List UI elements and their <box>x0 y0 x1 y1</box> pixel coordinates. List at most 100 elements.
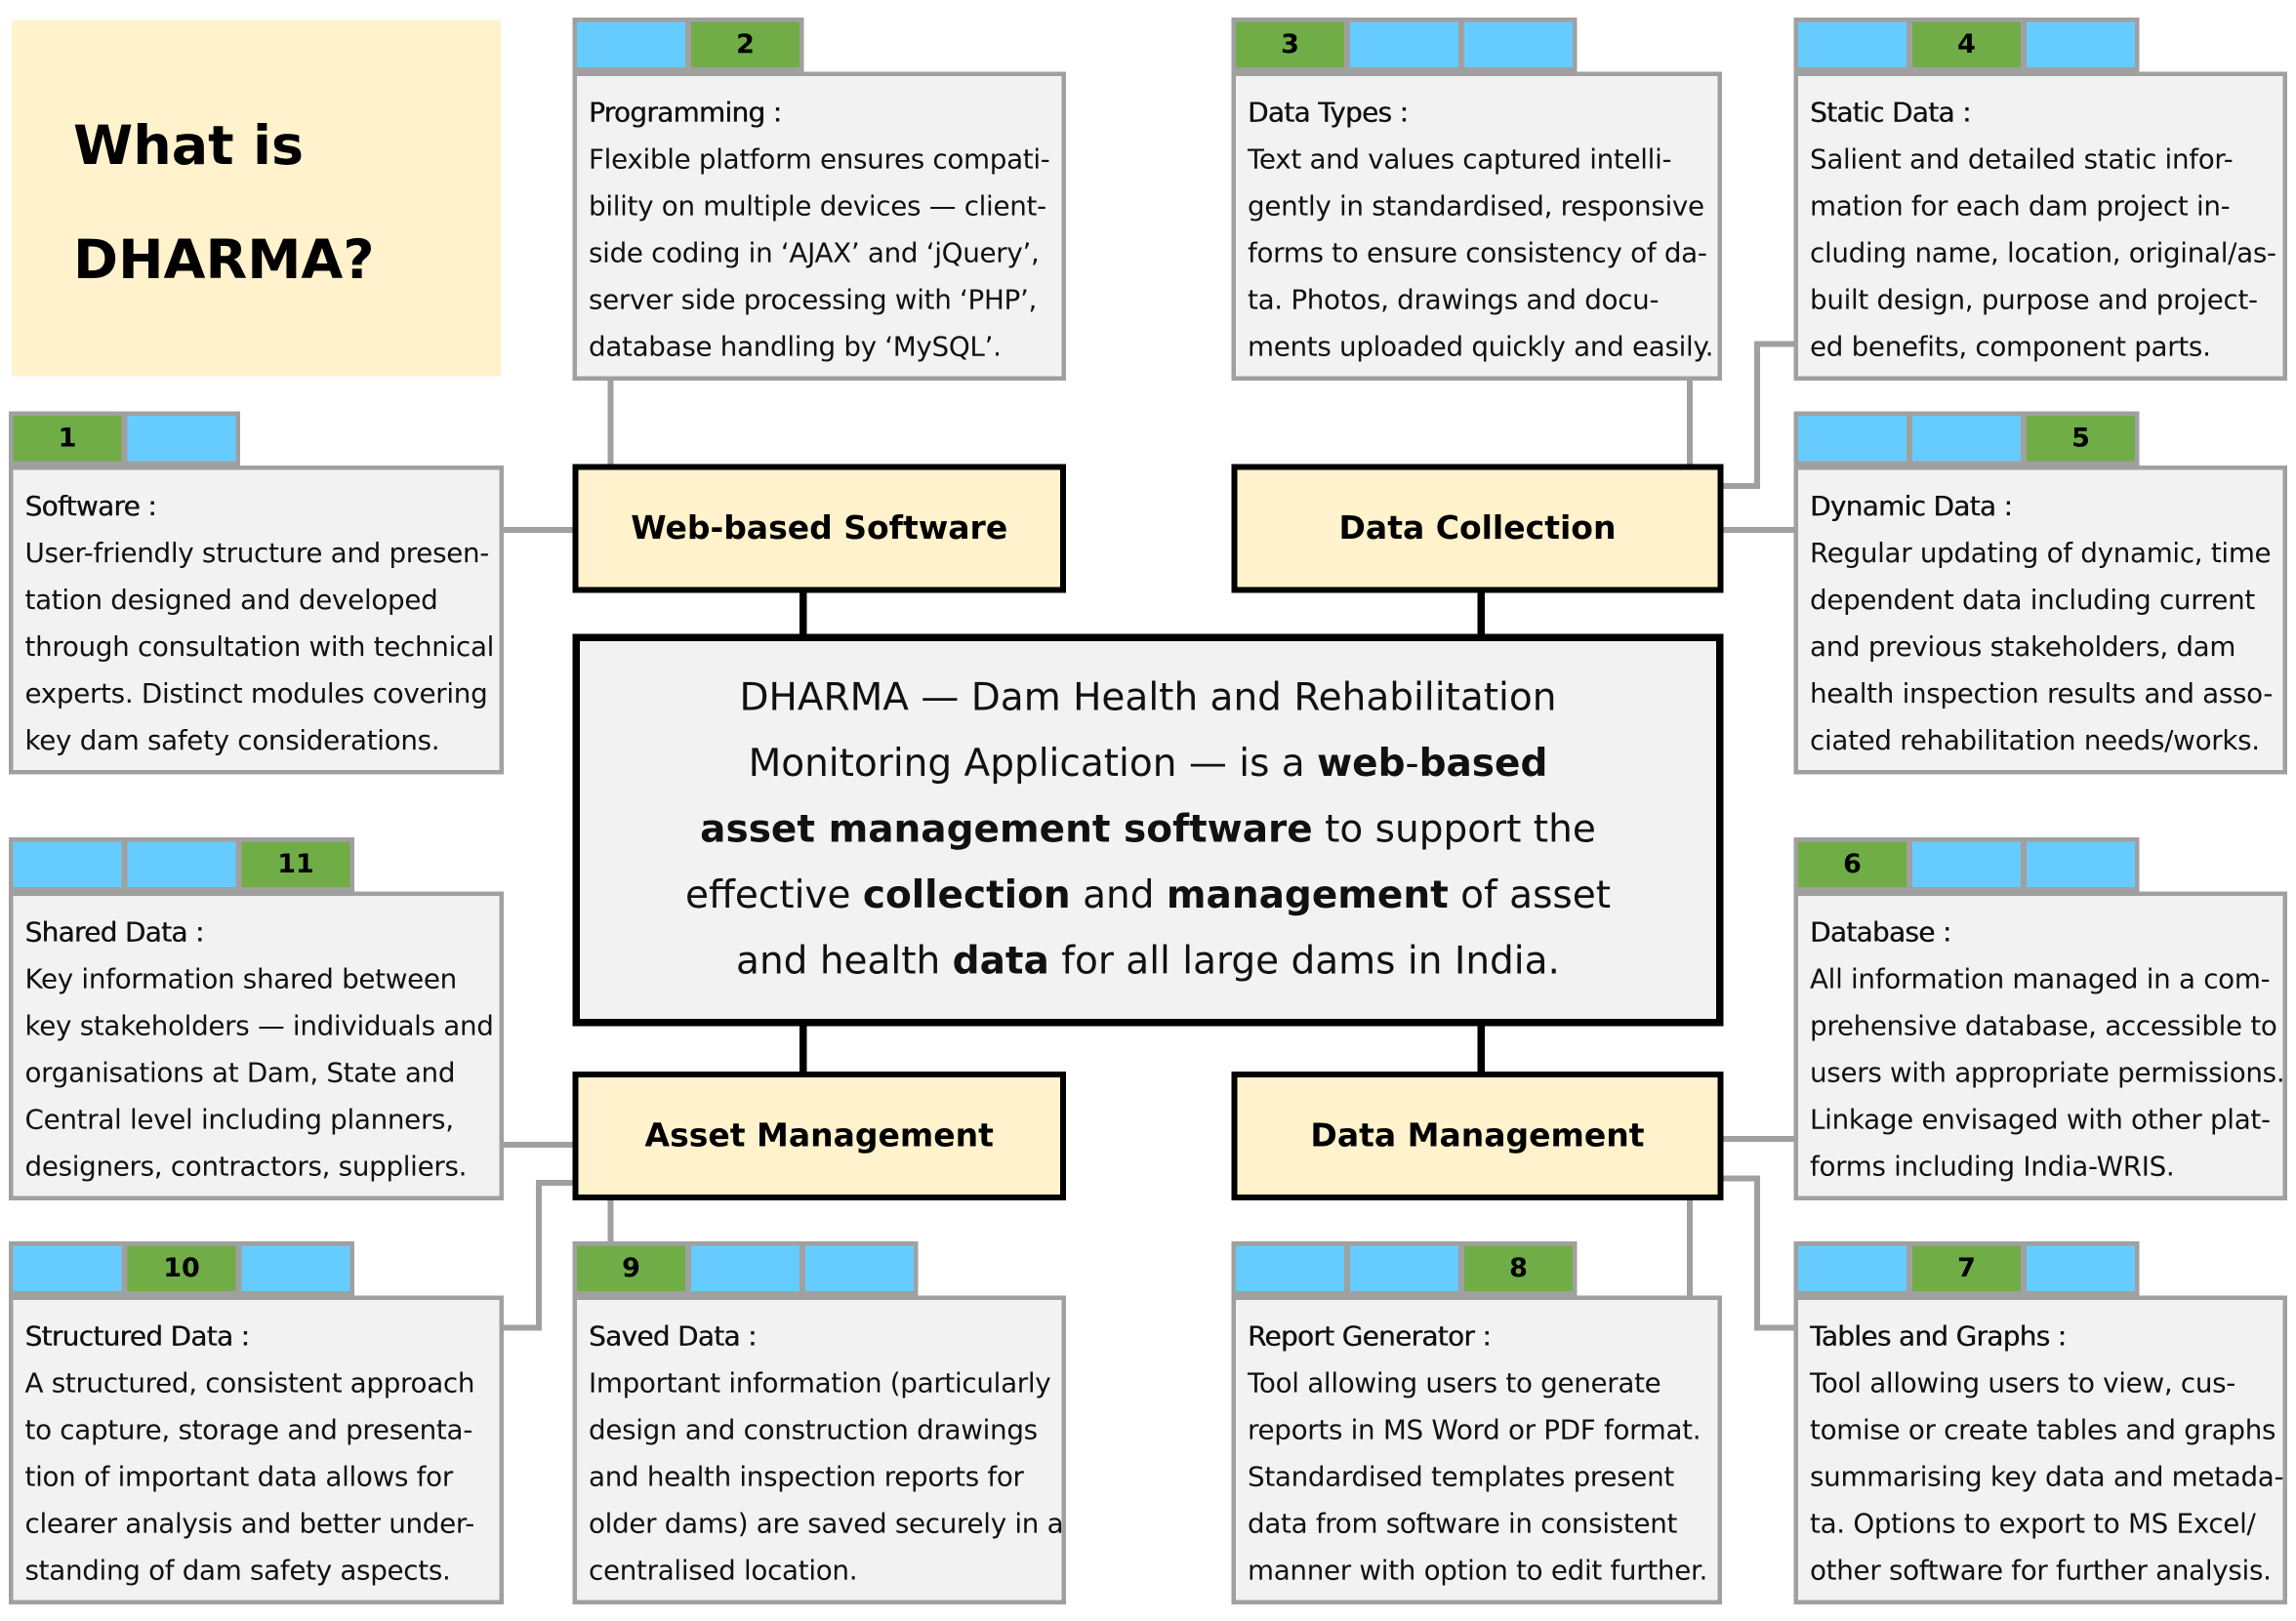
card-title: Shared Data : <box>24 917 205 950</box>
card-blank-tab <box>13 841 122 887</box>
card-text-line: older dams) are saved securely in a <box>589 1509 1064 1541</box>
card-text-line: mation for each dam project in- <box>1810 191 2231 223</box>
card-text-line: Tool allowing users to generate <box>1248 1368 1661 1400</box>
card-text-line: forms to ensure consistency of da- <box>1248 238 1707 270</box>
card-number-tab: 2 <box>691 21 800 67</box>
card-text-line: tomise or create tables and graphs <box>1810 1415 2276 1447</box>
card-text-line: Text and values captured intelli- <box>1248 144 1672 177</box>
card-title: Static Data : <box>1810 98 1971 130</box>
card-text-line: Key information shared between <box>24 964 458 996</box>
card-title: Structured Data : <box>24 1321 250 1354</box>
header-data-management: Data Management <box>1231 1072 1724 1200</box>
center-text: of asset <box>1448 872 1611 917</box>
card-number-tab: 11 <box>241 841 350 887</box>
card-text-line: cluding name, location, original/as- <box>1810 238 2276 270</box>
card-blank-tab <box>13 1245 122 1291</box>
card-number-tab: 6 <box>1798 841 1906 887</box>
connector-4a <box>1722 483 1760 489</box>
card-blank-tab <box>1236 1245 1344 1291</box>
card-text-line: health inspection results and asso- <box>1810 679 2274 710</box>
card-tabs: 9 <box>572 1241 919 1296</box>
card-title: Saved Data : <box>589 1321 757 1354</box>
card-title: Programming : <box>589 98 782 130</box>
card-text-line: A structured, consistent approach <box>24 1368 475 1400</box>
connector-8 <box>1687 1198 1693 1296</box>
center-line: effective collection and management of a… <box>685 863 1611 929</box>
card-blank-tab <box>241 1245 350 1291</box>
card-text-line: through consultation with technical <box>24 632 495 664</box>
connector-2 <box>607 379 614 465</box>
card-body: Static Data : Salient and detailed static… <box>1793 71 2287 381</box>
card-title: Software : <box>24 492 157 523</box>
card-text-line: design and construction drawings <box>589 1415 1038 1447</box>
center-emphasis: asset management software <box>700 807 1313 852</box>
card-text-line: All information managed in a com- <box>1810 964 2271 996</box>
connector-10a <box>504 1324 542 1331</box>
card-text-line: standing of dam safety aspects. <box>24 1556 451 1588</box>
card-tabs: 11 <box>9 837 354 892</box>
card-blank-tab <box>1350 21 1458 67</box>
connector-asset <box>800 1025 807 1074</box>
card-body: Data Types : Text and values captured int… <box>1231 71 1722 381</box>
card-number-tab: 7 <box>1912 1245 2021 1291</box>
card-text-line: ta. Photos, drawings and docu- <box>1248 285 1660 317</box>
card-blank-tab <box>1912 841 2021 887</box>
card-blank-tab <box>1464 21 1573 67</box>
card-blank-tab <box>577 21 685 67</box>
card-text-line: and previous stakeholders, dam <box>1810 632 2236 664</box>
card-text-line: gently in standardised, responsive <box>1248 191 1704 223</box>
card-tabs: 6 <box>1793 837 2140 892</box>
connector-6 <box>1722 1136 1794 1142</box>
card-tabs: 5 <box>1793 411 2140 466</box>
card-blank-tab <box>2027 841 2135 887</box>
center-text: and <box>1070 872 1167 917</box>
card-title: Dynamic Data : <box>1810 492 2013 523</box>
card-text-line: organisations at Dam, State and <box>24 1058 456 1090</box>
card-tabs: 10 <box>9 1241 354 1296</box>
card-title: Tables and Graphs : <box>1810 1321 2067 1354</box>
connector-7c <box>1754 1324 1794 1331</box>
card-text-line: data from software in consistent <box>1248 1509 1678 1541</box>
center-text: - <box>1405 741 1419 786</box>
card-text-line: designers, contractors, suppliers. <box>24 1152 468 1184</box>
center-emphasis: management <box>1166 872 1449 917</box>
center-text: and health <box>736 939 953 984</box>
card-text-line: experts. Distinct modules covering <box>24 679 488 710</box>
card-body: Saved Data :Important information (parti… <box>572 1295 1066 1604</box>
card-blank-tab <box>127 416 236 462</box>
center-emphasis: data <box>952 939 1049 984</box>
connector-7b <box>1754 1175 1760 1331</box>
card-number-tab: 1 <box>13 416 122 462</box>
card-number-tab: 9 <box>577 1245 685 1291</box>
card-tabs: 1 <box>9 411 240 466</box>
card-text-line: and health inspection reports for <box>589 1462 1024 1494</box>
card-blank-tab <box>1798 21 1906 67</box>
card-text-line: forms including India-WRIS. <box>1810 1152 2175 1184</box>
card-tabs: 2 <box>572 18 804 72</box>
card-text-line: tation designed and developed <box>24 586 438 617</box>
card-text-line: Linkage envisaged with other plat- <box>1810 1105 2271 1137</box>
connector-collection <box>1477 591 1485 635</box>
card-text-line: users with appropriate permissions. <box>1810 1058 2285 1090</box>
connector-4c <box>1754 341 1794 347</box>
center-emphasis: web <box>1317 741 1406 786</box>
card-text-line: other software for further analysis. <box>1810 1556 2272 1588</box>
card-text-line: summarising key data and metada- <box>1810 1462 2284 1494</box>
card-title: Data Types : <box>1248 98 1409 130</box>
card-text-line: Salient and detailed static infor- <box>1810 144 2234 177</box>
card-text-line: prehensive database, accessible to <box>1810 1011 2277 1043</box>
card-blank-tab <box>127 841 236 887</box>
card-text-line: reports in MS Word or PDF format. <box>1248 1415 1702 1447</box>
card-text-line: to capture, storage and presenta- <box>24 1415 473 1447</box>
connector-11 <box>504 1142 573 1148</box>
card-tabs: 7 <box>1793 1241 2140 1296</box>
center-line: asset management software to support the <box>700 797 1596 864</box>
card-text-line: Regular updating of dynamic, time <box>1810 539 2272 570</box>
